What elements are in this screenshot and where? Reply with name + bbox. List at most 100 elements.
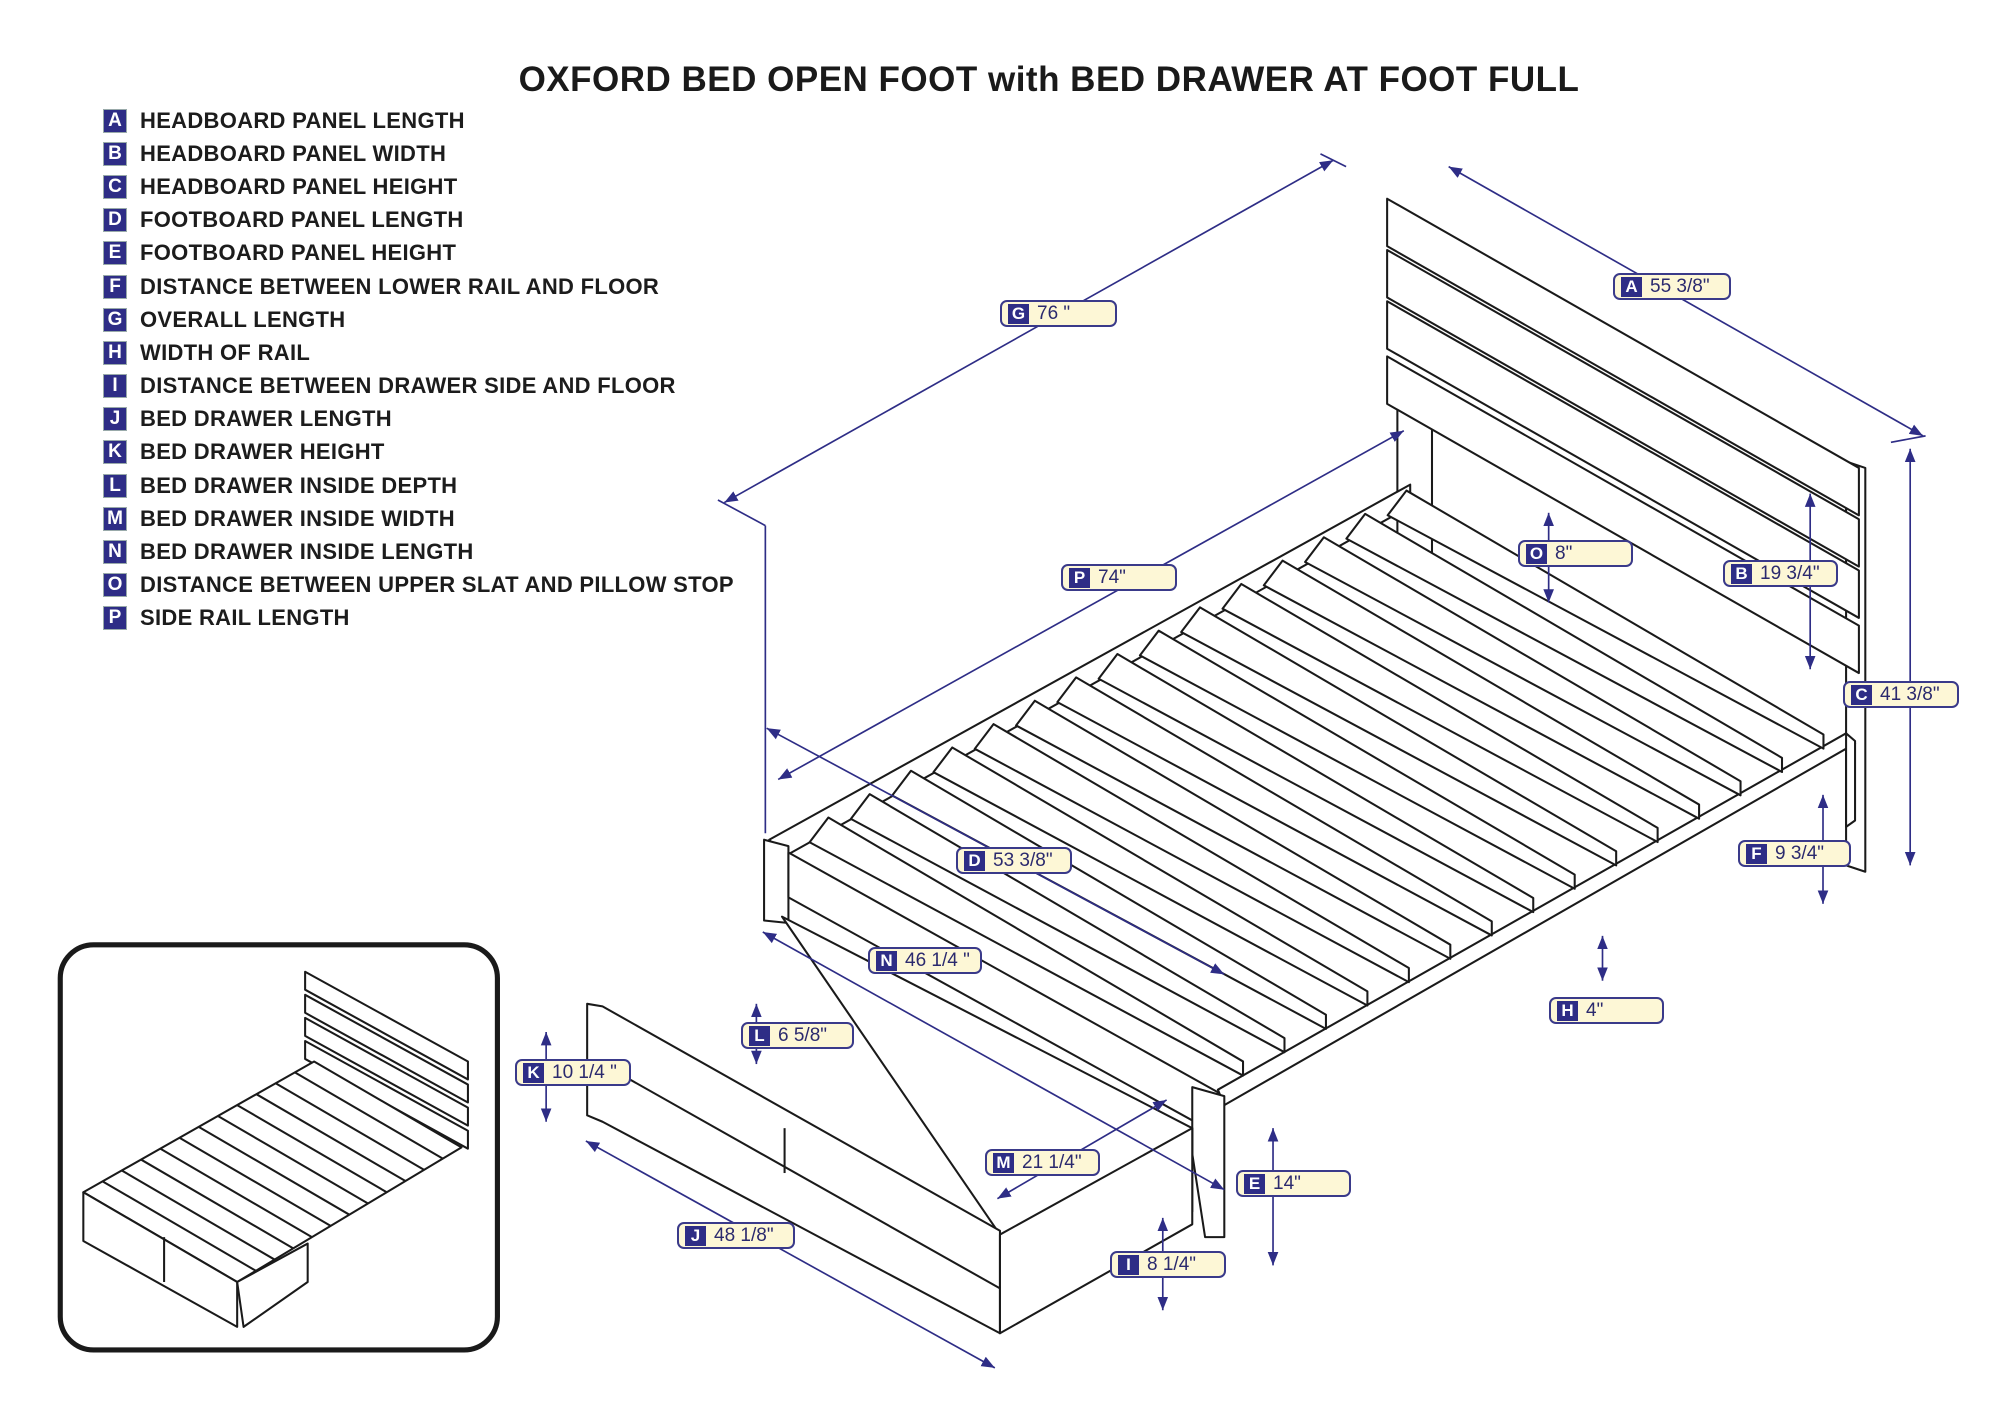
legend-label: BED DRAWER INSIDE LENGTH: [140, 539, 474, 565]
legend-key-badge: C: [103, 174, 127, 199]
legend-label: FOOTBOARD PANEL LENGTH: [140, 207, 464, 233]
dimension-key-badge: B: [1731, 563, 1752, 584]
legend-key-badge: O: [103, 573, 127, 598]
dimension-label-k: K 10 1/4 ": [515, 1059, 631, 1086]
dimension-value: 9 3/4": [1775, 842, 1825, 864]
inset-slat: [159, 1147, 313, 1239]
legend-item: H WIDTH OF RAIL: [103, 336, 734, 369]
legend-key-badge: G: [103, 307, 127, 332]
legend-item: G OVERALL LENGTH: [103, 303, 734, 336]
legend-item: J BED DRAWER LENGTH: [103, 403, 734, 436]
dimension-value: 4": [1586, 999, 1604, 1021]
dimension-key-badge: F: [1746, 843, 1767, 864]
dimension-label-o: O 8": [1518, 540, 1633, 567]
dimension-value: 10 1/4 ": [552, 1061, 617, 1083]
dimension-key-badge: N: [876, 950, 897, 971]
dimension-value: 74": [1098, 566, 1126, 588]
dimension-label-h: H 4": [1549, 997, 1664, 1024]
dimension-key-badge: H: [1557, 1000, 1578, 1021]
legend-key-badge: M: [103, 506, 127, 531]
dimension-key-badge: I: [1118, 1254, 1139, 1275]
inset-slat: [121, 1169, 276, 1261]
legend-label: DISTANCE BETWEEN UPPER SLAT AND PILLOW S…: [140, 572, 734, 598]
inset-slat: [178, 1136, 332, 1227]
dimension-key-badge: A: [1621, 276, 1642, 297]
inset-headboard-slat: [304, 993, 469, 1104]
dimension-value: 46 1/4 ": [905, 949, 970, 971]
legend-label: BED DRAWER HEIGHT: [140, 439, 385, 465]
legend-label: HEADBOARD PANEL LENGTH: [140, 107, 465, 133]
dimension-value: 8 1/4": [1147, 1253, 1197, 1275]
legend-item: K BED DRAWER HEIGHT: [103, 436, 734, 469]
dimension-key-badge: G: [1008, 303, 1029, 324]
inset-slat: [294, 1071, 444, 1160]
legend-label: HEADBOARD PANEL WIDTH: [140, 140, 447, 166]
dimension-line-g: [723, 159, 1334, 504]
inset-slat: [140, 1158, 294, 1250]
dimension-key-badge: K: [523, 1062, 544, 1083]
legend-key-badge: E: [103, 241, 127, 266]
legend-key-badge: F: [103, 274, 127, 299]
legend-item: I DISTANCE BETWEEN DRAWER SIDE AND FLOOR: [103, 370, 734, 403]
legend-label: FOOTBOARD PANEL HEIGHT: [140, 240, 457, 266]
right-head-leg: [1845, 732, 1857, 828]
legend-key-badge: B: [103, 141, 127, 166]
dimension-key-badge: P: [1069, 567, 1090, 588]
extension-line: [1890, 435, 1926, 444]
legend-key-badge: I: [103, 374, 127, 399]
extension-line: [717, 499, 766, 527]
dimension-lines: [540, 153, 1926, 1369]
legend-item: C HEADBOARD PANEL HEIGHT: [103, 170, 734, 203]
inset-headboard-slat: [304, 1039, 469, 1150]
legend-label: OVERALL LENGTH: [140, 306, 346, 332]
dimension-value: 76 ": [1037, 302, 1071, 324]
legend-item: M BED DRAWER INSIDE WIDTH: [103, 502, 734, 535]
legend-key-badge: H: [103, 340, 127, 365]
foot-right-post: [1191, 1086, 1226, 1239]
dimension-key-badge: L: [749, 1025, 770, 1046]
dimension-label-f: F 9 3/4": [1738, 840, 1851, 867]
legend-label: DISTANCE BETWEEN DRAWER SIDE AND FLOOR: [140, 373, 676, 399]
dimension-value: 48 1/8": [714, 1224, 774, 1246]
legend-label: WIDTH OF RAIL: [140, 339, 311, 365]
inset-drawer-front: [82, 1191, 239, 1328]
inset-thumbnail: [57, 942, 500, 1353]
dimension-line-a: [1448, 165, 1924, 437]
dimension-value: 14": [1273, 1172, 1301, 1194]
legend-key-badge: K: [103, 440, 127, 465]
dimension-key-badge: C: [1851, 684, 1872, 705]
dimension-value: 41 3/8": [1880, 683, 1940, 705]
dimension-key-badge: O: [1526, 543, 1547, 564]
inset-headboard-slat: [304, 970, 469, 1081]
legend-item: O DISTANCE BETWEEN UPPER SLAT AND PILLOW …: [103, 569, 734, 602]
dimension-value: 8": [1555, 542, 1573, 564]
legend-label: BED DRAWER INSIDE WIDTH: [140, 505, 455, 531]
dimension-value: 6 5/8": [778, 1024, 828, 1046]
legend-label: HEADBOARD PANEL HEIGHT: [140, 173, 458, 199]
legend-item: D FOOTBOARD PANEL LENGTH: [103, 204, 734, 237]
legend-key-badge: J: [103, 407, 127, 432]
dimension-line-p: [777, 430, 1405, 781]
dimension-value: 19 3/4": [1760, 562, 1820, 584]
legend-key-badge: D: [103, 208, 127, 233]
dimension-key-badge: D: [964, 850, 985, 871]
legend-item: E FOOTBOARD PANEL HEIGHT: [103, 237, 734, 270]
inset-slat: [275, 1082, 425, 1171]
dimension-label-n: N 46 1/4 ": [868, 947, 982, 974]
legend-label: BED DRAWER LENGTH: [140, 406, 392, 432]
dimension-label-g: G 76 ": [1000, 300, 1117, 327]
inset-slat: [198, 1125, 350, 1216]
